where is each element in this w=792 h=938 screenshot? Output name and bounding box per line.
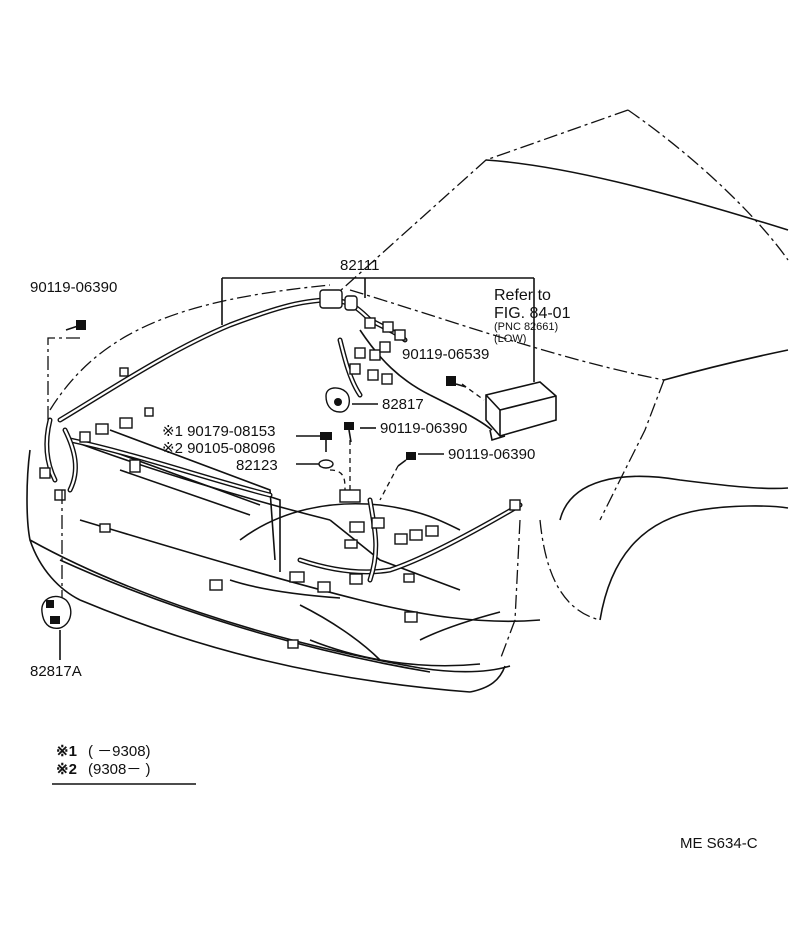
label-90119-06390-right: 90119-06390 xyxy=(448,446,535,463)
car-body-outline xyxy=(26,109,789,693)
clamp-82817 xyxy=(325,387,351,413)
label-82817A: 82817A xyxy=(30,663,82,680)
label-90119-06390-mid: 90119-06390 xyxy=(380,420,467,437)
label-82817: 82817 xyxy=(382,396,424,413)
label-90119-06539: 90119-06539 xyxy=(402,346,489,363)
bolt-90119-06390-mid xyxy=(344,422,354,443)
ref-line-2: FIG. 84-01 xyxy=(494,305,571,322)
bolt-90119-06539 xyxy=(446,376,467,388)
diagram-code: ME S634-C xyxy=(680,835,758,852)
label-90119-06390-top: 90119-06390 xyxy=(30,279,117,296)
bolt-90119-06390-right xyxy=(397,452,416,467)
label-82123: 82123 xyxy=(236,457,278,474)
label-90105-08096: ※2 90105-08096 xyxy=(162,440,276,457)
label-82111: 82111 xyxy=(340,257,380,274)
note2-mark: ※2 xyxy=(56,761,77,778)
label-90179-08153: ※1 90179-08153 xyxy=(162,423,276,440)
wire-harness-82111 xyxy=(39,289,523,649)
bolt-90179-08153 xyxy=(320,432,332,452)
notes: ※1 ( －9308) ※2 (9308－ ) xyxy=(52,743,196,785)
ref-line-3: (PNC 82661) xyxy=(494,321,558,333)
fasteners xyxy=(41,320,467,629)
relay-box xyxy=(485,381,557,442)
note1-range: ( －9308) xyxy=(88,743,151,760)
leader-lines xyxy=(47,277,535,660)
note2-range: (9308－ ) xyxy=(88,761,151,778)
clamp-82817A xyxy=(41,595,72,629)
ref-line-1: Refer to xyxy=(494,287,551,304)
bolt-90119-06390-top xyxy=(65,320,86,331)
part-labels: 82111 90119-06390 Refer to FIG. 84-01 (P… xyxy=(30,257,571,680)
note1-mark: ※1 xyxy=(56,743,77,760)
clip-82123 xyxy=(318,459,334,469)
ref-line-4: (LOW) xyxy=(494,333,526,345)
